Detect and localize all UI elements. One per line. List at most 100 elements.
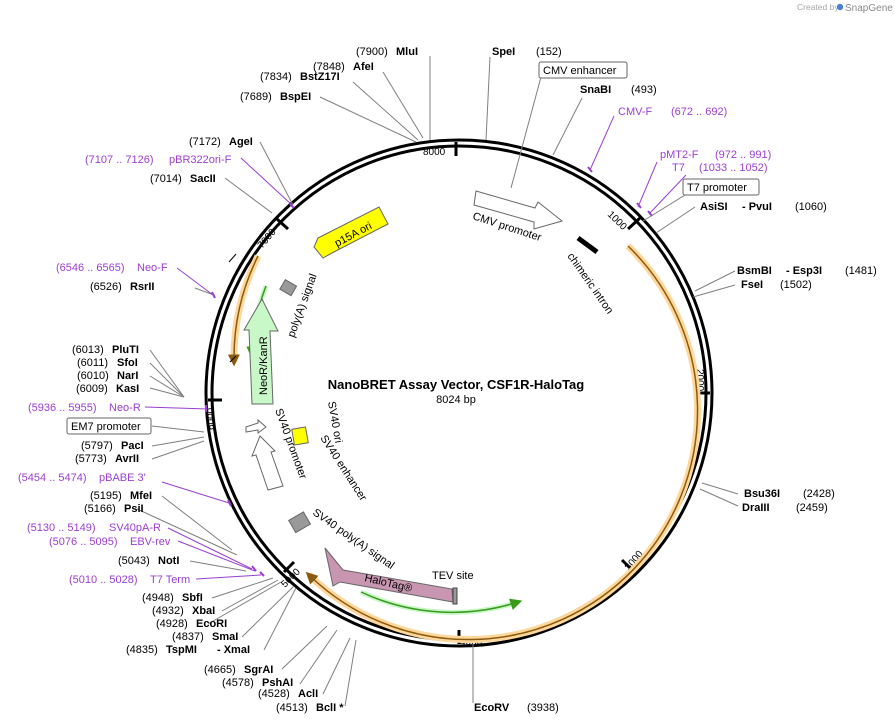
svg-text:TspMI: TspMI	[166, 644, 197, 656]
svg-text:Bsu36I: Bsu36I	[744, 488, 780, 500]
site-bcli[interactable]: (4513)BclI *	[276, 702, 344, 714]
sv40-promoter-feature[interactable]	[251, 435, 284, 491]
svg-text:EcoRI: EcoRI	[196, 618, 227, 630]
site-noti[interactable]: (5043)NotI	[118, 555, 179, 567]
svg-text:Neo-F: Neo-F	[137, 262, 168, 274]
site-agei[interactable]: (7172)AgeI	[189, 136, 253, 148]
svg-text:(4837): (4837)	[172, 631, 204, 643]
svg-text:(4513): (4513)	[276, 702, 308, 714]
site-mfei[interactable]: (5195)MfeI	[90, 490, 152, 502]
svg-text:CMV-F: CMV-F	[618, 106, 653, 118]
svg-text:AvrII: AvrII	[115, 453, 139, 465]
svg-text:RsrII: RsrII	[130, 281, 154, 293]
svg-text:(5797): (5797)	[81, 440, 113, 452]
tev-site-feature[interactable]	[452, 587, 458, 605]
primer-t7[interactable]: T7(1033 .. 1052)	[672, 162, 768, 174]
site-rsrii[interactable]: (6526)RsrII	[90, 281, 154, 293]
site-xbai[interactable]: (4932)XbaI	[152, 605, 215, 617]
site-avrii[interactable]: (5773)AvrII	[75, 453, 139, 465]
site-acli[interactable]: (4528)AclI	[258, 688, 318, 700]
site-nari[interactable]: (6010)NarI	[77, 370, 138, 382]
site-ecorv[interactable]: EcoRV(3938)	[474, 702, 559, 714]
site-psii[interactable]: (5166) PsiI	[84, 503, 144, 515]
svg-text:pBABE 3': pBABE 3'	[99, 472, 146, 484]
site-bsu36i[interactable]: Bsu36I(2428)	[744, 488, 835, 500]
p15a-ori-feature[interactable]	[313, 206, 389, 259]
chimeric-intron-label: chimeric intron	[565, 251, 616, 316]
site-ecori[interactable]: (4928)EcoRI	[156, 618, 227, 630]
site-kasi[interactable]: (6009)KasI	[76, 383, 139, 395]
site-bstz17i[interactable]: (7834)BstZ17I	[260, 71, 340, 83]
site-fsei[interactable]: FseI(1502)	[741, 279, 812, 291]
cmv-enhancer-box[interactable]: CMV enhancer	[538, 61, 628, 79]
primer-pmt2-f[interactable]: pMT2-F(972 .. 991)	[660, 149, 771, 161]
sv40-poly-a-label: SV40 poly(A) signal	[310, 507, 396, 572]
primer-cmv-f[interactable]: CMV-F(672 .. 692)	[618, 106, 727, 118]
site-sgrai[interactable]: (4665)SgrAI	[204, 664, 273, 676]
svg-text:- XmaI: - XmaI	[217, 644, 250, 656]
svg-text:(4835): (4835)	[126, 644, 158, 656]
site-afei[interactable]: (7848)AfeI	[313, 61, 374, 73]
chimeric-intron-feature[interactable]	[576, 235, 599, 255]
svg-text:(7834): (7834)	[260, 71, 292, 83]
primer-neo-f[interactable]: (6546 .. 6565) Neo-F	[56, 262, 168, 274]
svg-text:AfeI: AfeI	[353, 61, 374, 73]
svg-text:SgrAI: SgrAI	[244, 664, 273, 676]
primer-sv40pa-r[interactable]: (5130 .. 5149)SV40pA-R	[27, 522, 161, 534]
svg-text:(5010 .. 5028): (5010 .. 5028)	[69, 574, 138, 586]
primer-pbr322ori-f[interactable]: (7107 .. 7126) pBR322ori-F	[85, 154, 232, 166]
sv40-ori-feature[interactable]	[291, 426, 309, 446]
site-mlui[interactable]: (7900)MluI	[356, 46, 418, 58]
site-bsmbi-esp3i[interactable]: BsmBI- Esp3I(1481)	[737, 265, 877, 277]
svg-text:(1481): (1481)	[845, 265, 877, 277]
site-pshai[interactable]: (4578)PshAI	[222, 677, 293, 689]
primer-ebv-rev[interactable]: (5076 .. 5095)EBV-rev	[49, 536, 171, 548]
svg-text:PshAI: PshAI	[262, 677, 293, 689]
svg-text:AgeI: AgeI	[229, 136, 253, 148]
map-length: 8024 bp	[436, 394, 476, 406]
svg-text:(1033 .. 1052): (1033 .. 1052)	[699, 162, 768, 174]
svg-text:(7107 .. 7126): (7107 .. 7126)	[85, 154, 154, 166]
svg-text:- Esp3I: - Esp3I	[786, 265, 822, 277]
site-snabi[interactable]: SnaBI(493)	[580, 84, 657, 96]
svg-text:EBV-rev: EBV-rev	[130, 536, 171, 548]
site-spei[interactable]: SpeI(152)	[492, 46, 562, 58]
site-smai[interactable]: (4837)SmaI	[172, 631, 238, 643]
svg-text:(4948): (4948)	[142, 592, 174, 604]
svg-text:pBR322ori-F: pBR322ori-F	[169, 154, 232, 166]
site-sfoi[interactable]: (6011)SfoI	[77, 357, 138, 369]
site-tspmi-xmai[interactable]: (4835) TspMI - XmaI	[126, 644, 250, 656]
primer-t7-term[interactable]: (5010 .. 5028)T7 Term	[69, 574, 190, 586]
em7-promoter-feature[interactable]	[245, 418, 267, 434]
svg-text:SpeI: SpeI	[492, 46, 515, 58]
svg-text:NotI: NotI	[158, 555, 179, 567]
cmv-promoter-feature[interactable]	[473, 190, 564, 230]
svg-text:(3938): (3938)	[527, 702, 559, 714]
site-bspei[interactable]: (7689)BspEI	[240, 91, 311, 103]
svg-text:(7014): (7014)	[150, 173, 182, 185]
site-sbfi[interactable]: (4948)SbfI	[142, 592, 203, 604]
poly-a-signal-feature[interactable]	[279, 278, 298, 297]
svg-text:- PvuI: - PvuI	[742, 201, 772, 213]
em7-promoter-box[interactable]: EM7 promoter	[66, 417, 152, 435]
svg-text:(5166): (5166)	[84, 503, 116, 515]
site-sacii[interactable]: (7014)SacII	[150, 173, 216, 185]
site-asisi-pvui[interactable]: AsiSI- PvuI(1060)	[700, 201, 827, 213]
svg-text:(6013): (6013)	[72, 344, 104, 356]
site-paci[interactable]: (5797)PacI	[81, 440, 144, 452]
svg-text:(7689): (7689)	[240, 91, 272, 103]
primer-pbabe-3[interactable]: (5454 .. 5474) pBABE 3'	[18, 472, 146, 484]
t7-promoter-box[interactable]: T7 promoter	[682, 178, 760, 196]
tick-label-8000: 8000	[423, 147, 446, 158]
site-draiii[interactable]: DraIII(2459)	[742, 502, 828, 514]
svg-text:(2459): (2459)	[796, 502, 828, 514]
orf-arc-right	[305, 243, 702, 644]
sv40-poly-a-feature[interactable]	[288, 511, 312, 534]
neor-kanr-feature[interactable]	[243, 297, 279, 405]
svg-text:(5454 .. 5474): (5454 .. 5474)	[18, 472, 87, 484]
svg-text:(6546 .. 6565): (6546 .. 6565)	[56, 262, 125, 274]
site-pluti[interactable]: (6013)PluTI	[72, 344, 139, 356]
svg-text:(4528): (4528)	[258, 688, 290, 700]
primer-neo-r[interactable]: (5936 .. 5955)Neo-R	[28, 402, 141, 414]
svg-text:PsiI: PsiI	[124, 503, 144, 515]
